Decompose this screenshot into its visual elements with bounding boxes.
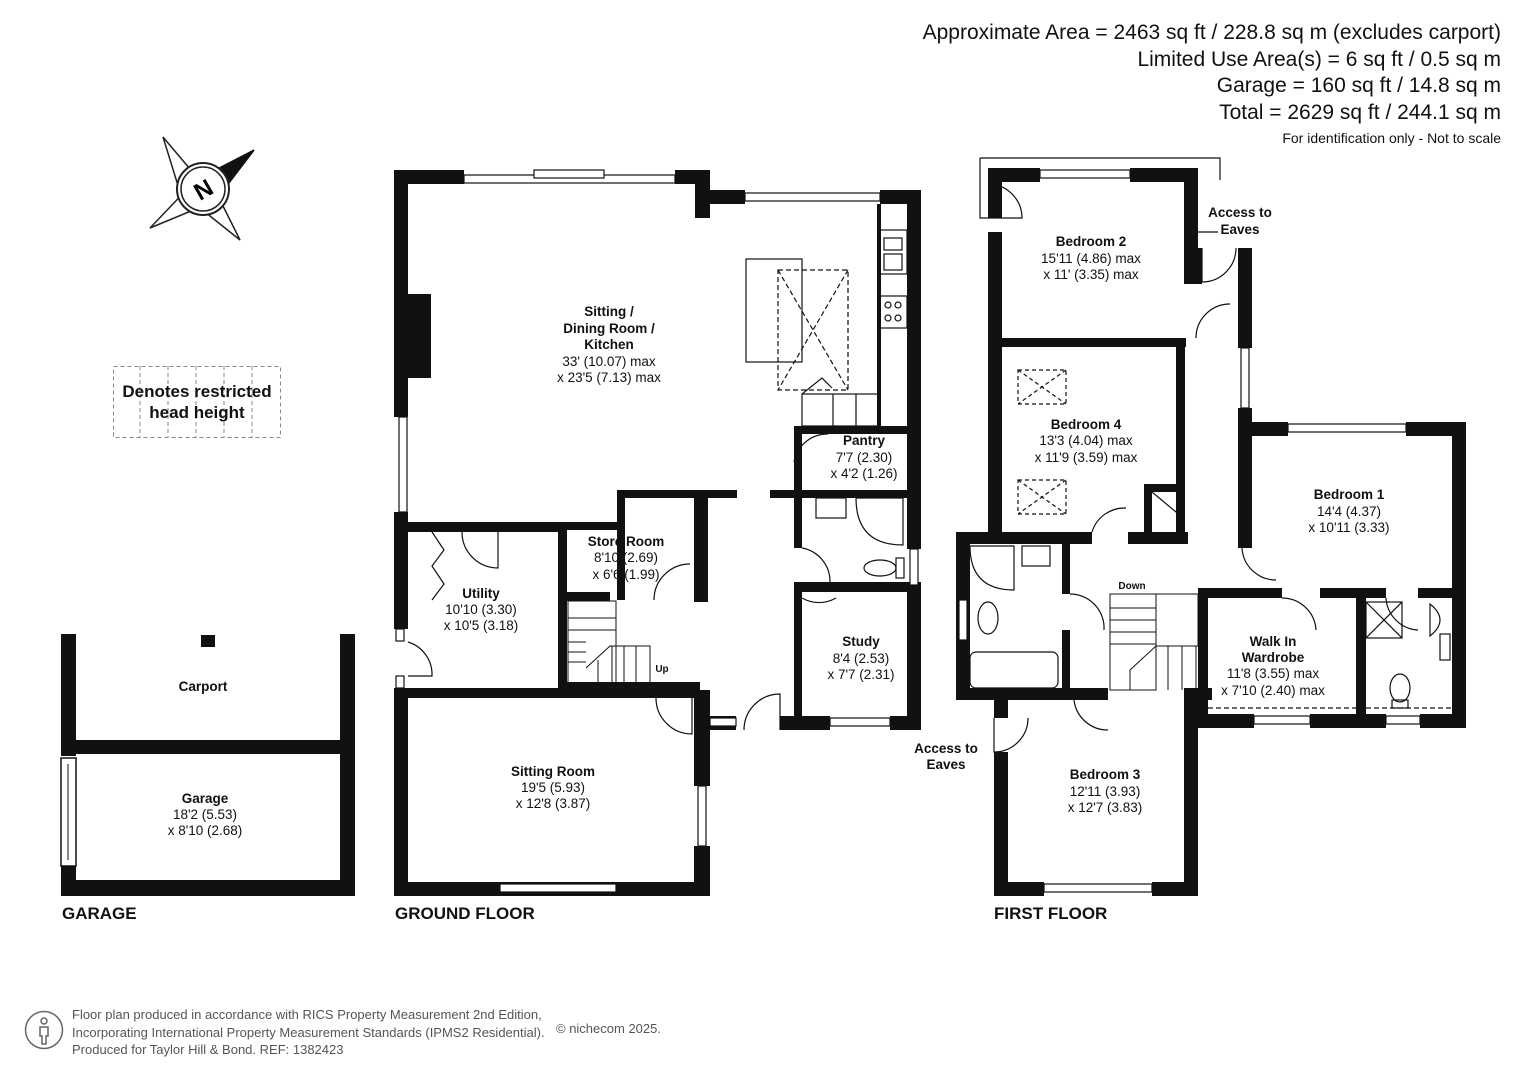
room-sdk-title-1: Sitting / [584, 304, 634, 319]
room-study-dim-1: 8'4 (2.53) [833, 651, 890, 666]
room-bed1-dim-2: x 10'11 (3.33) [1308, 520, 1389, 535]
floor-label-first: FIRST FLOOR [994, 904, 1108, 923]
room-pantry: Pantry 7'7 (2.30) x 4'2 (1.26) [830, 433, 897, 481]
room-bed3-dim-1: 12'11 (3.93) [1070, 784, 1141, 799]
room-wiw-title-2: Wardrobe [1242, 650, 1305, 665]
room-pantry-title: Pantry [843, 433, 886, 448]
first-floor-plan [956, 157, 1466, 896]
room-labels: Sitting / Dining Room / Kitchen 33' (10.… [168, 205, 1390, 838]
floor-label-ground: GROUND FLOOR [395, 904, 535, 923]
room-sdk-dim-1: 33' (10.07) max [562, 354, 656, 369]
stairs-down-label: Down [1118, 581, 1145, 592]
room-pantry-dim-2: x 4'2 (1.26) [830, 466, 897, 481]
room-utility-title: Utility [462, 586, 500, 601]
room-utility-dim-1: 10'10 (3.30) [445, 602, 517, 617]
footer-line-2: Incorporating International Property Mea… [72, 1024, 545, 1040]
eaves-access-top-2: Eaves [1220, 222, 1259, 237]
room-bed4-title: Bedroom 4 [1051, 417, 1122, 432]
scale-note: For identification only - Not to scale [1282, 130, 1501, 146]
footer-line-3: Produced for Taylor Hill & Bond. REF: 13… [72, 1042, 344, 1057]
compass-rose-icon: N [149, 136, 255, 241]
legend-line-2: head height [149, 403, 245, 422]
room-sitting-dim-2: x 12'8 (3.87) [516, 796, 591, 811]
footer-info: Floor plan produced in accordance with R… [72, 1006, 545, 1059]
garage-area: Garage = 160 sq ft / 14.8 sq m [1216, 74, 1501, 97]
copyright-text: © nichecom 2025. [556, 1021, 661, 1036]
room-garage: Garage 18'2 (5.53) x 8'10 (2.68) [168, 791, 243, 838]
room-store-dim-2: x 6'6 (1.99) [592, 567, 659, 582]
room-carport-title: Carport [179, 679, 228, 694]
room-bed4-dim-2: x 11'9 (3.59) max [1035, 450, 1138, 465]
person-icon [24, 1010, 64, 1050]
eaves-access-top-1: Access to [1208, 205, 1272, 220]
room-bed4-dim-1: 13'3 (4.04) max [1039, 433, 1133, 448]
room-garage-dim-1: 18'2 (5.53) [173, 807, 237, 822]
room-sdk-title-2: Dining Room / [563, 321, 655, 336]
room-store-dim-1: 8'10 (2.69) [594, 550, 658, 565]
stairs-up-label: Up [655, 664, 668, 675]
room-utility-dim-2: x 10'5 (3.18) [444, 618, 519, 633]
room-sdk-title-3: Kitchen [584, 337, 634, 352]
floor-label-garage: GARAGE [62, 904, 137, 923]
room-garage-title: Garage [182, 791, 229, 806]
room-utility: Utility 10'10 (3.30) x 10'5 (3.18) [444, 586, 519, 633]
room-bedroom-2: Bedroom 2 15'11 (4.86) max x 11' (3.35) … [1041, 234, 1141, 282]
room-sitting-title: Sitting Room [511, 764, 595, 779]
room-bed2-dim-2: x 11' (3.35) max [1043, 267, 1139, 282]
legend-line-1: Denotes restricted [122, 382, 272, 401]
room-bed3-dim-2: x 12'7 (3.83) [1068, 800, 1143, 815]
room-carport: Carport [179, 679, 228, 694]
room-walk-in-wardrobe: Walk In Wardrobe 11'8 (3.55) max x 7'10 … [1221, 634, 1325, 698]
room-wiw-title-1: Walk In [1250, 634, 1297, 649]
garage-plan [60, 634, 355, 896]
room-garage-dim-2: x 8'10 (2.68) [168, 823, 243, 838]
room-bedroom-3: Bedroom 3 12'11 (3.93) x 12'7 (3.83) [1068, 767, 1143, 815]
room-wiw-dim-1: 11'8 (3.55) max [1227, 666, 1320, 681]
room-bed2-dim-1: 15'11 (4.86) max [1041, 251, 1141, 266]
eaves-access-side-2: Eaves [926, 757, 965, 772]
room-bed1-dim-1: 14'4 (4.37) [1317, 504, 1381, 519]
room-bedroom-1: Bedroom 1 14'4 (4.37) x 10'11 (3.33) [1308, 487, 1389, 535]
room-sitting-dining-kitchen: Sitting / Dining Room / Kitchen 33' (10.… [557, 304, 661, 385]
room-bed3-title: Bedroom 3 [1070, 767, 1141, 782]
room-store-room: Store Room 8'10 (2.69) x 6'6 (1.99) [588, 534, 665, 582]
room-store-title: Store Room [588, 534, 665, 549]
room-pantry-dim-1: 7'7 (2.30) [836, 450, 893, 465]
ground-floor-plan [394, 169, 921, 896]
room-wiw-dim-2: x 7'10 (2.40) max [1221, 683, 1325, 698]
legend-dashed-grid [113, 366, 281, 438]
room-sitting-dim-1: 19'5 (5.93) [521, 780, 585, 795]
room-bedroom-4: Bedroom 4 13'3 (4.04) max x 11'9 (3.59) … [1035, 417, 1138, 465]
room-study-title: Study [842, 634, 880, 649]
room-study: Study 8'4 (2.53) x 7'7 (2.31) [827, 634, 894, 682]
eaves-access-side-1: Access to [914, 741, 978, 756]
room-sdk-dim-2: x 23'5 (7.13) max [557, 370, 661, 385]
total-area: Total = 2629 sq ft / 244.1 sq m [1219, 100, 1501, 124]
limited-use-area: Limited Use Area(s) = 6 sq ft / 0.5 sq m [1137, 47, 1501, 71]
room-study-dim-2: x 7'7 (2.31) [827, 667, 894, 682]
approximate-area: Approximate Area = 2463 sq ft / 228.8 sq… [922, 21, 1501, 44]
room-bed1-title: Bedroom 1 [1314, 487, 1385, 502]
area-summary: Approximate Area = 2463 sq ft / 228.8 sq… [923, 20, 1501, 146]
room-sitting-room: Sitting Room 19'5 (5.93) x 12'8 (3.87) [511, 764, 595, 811]
room-bed2-title: Bedroom 2 [1056, 234, 1127, 249]
restricted-height-legend: Denotes restricted head height [113, 366, 281, 438]
footer-line-1: Floor plan produced in accordance with R… [72, 1007, 542, 1022]
